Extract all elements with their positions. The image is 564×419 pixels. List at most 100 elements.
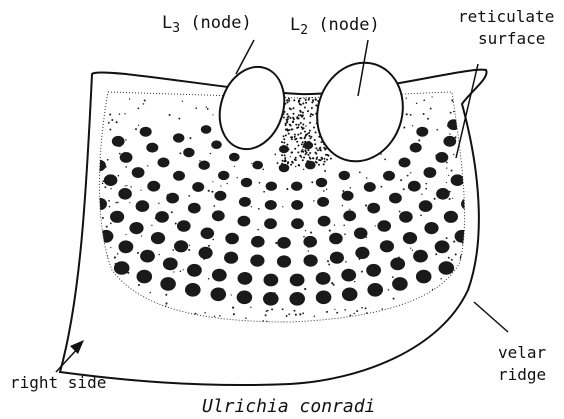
reticulate-pit xyxy=(317,197,329,207)
reticulate-pit xyxy=(136,200,150,212)
reticulate-pit xyxy=(114,261,130,275)
reticulate-pit xyxy=(461,198,475,210)
reticulate-pit xyxy=(339,171,350,180)
reticulate-pit xyxy=(199,247,213,259)
reticulate-pit xyxy=(264,274,279,287)
reticulate-pit xyxy=(218,171,229,180)
reticulate-pit xyxy=(444,211,458,223)
reticulate-pit xyxy=(473,218,488,231)
reticulate-pit xyxy=(377,220,391,232)
reticulate-pit xyxy=(367,203,380,214)
reticulate-pit xyxy=(12,186,28,200)
reticulate-pit xyxy=(342,288,358,302)
reticulate-pit xyxy=(392,277,408,291)
reticulate-pit xyxy=(550,171,564,185)
reticulate-pit xyxy=(211,140,222,149)
reticulate-pit xyxy=(540,186,556,200)
reticulate-pit xyxy=(199,161,210,170)
reticulate-pit xyxy=(238,272,253,285)
reticulate-pit xyxy=(279,145,289,153)
reticulate-pit xyxy=(0,139,5,153)
reticulate-pit xyxy=(66,169,80,181)
reticulate-pit xyxy=(419,200,433,212)
reticulate-pit xyxy=(212,210,225,221)
reticulate-pit xyxy=(237,291,253,305)
label-reticulate-line2: surface xyxy=(478,29,545,48)
reticulate-pit xyxy=(137,270,153,284)
reticulate-pit xyxy=(147,181,160,192)
reticulate-pit xyxy=(436,188,450,200)
reticulate-pit xyxy=(399,211,413,223)
reticulate-pit xyxy=(366,264,381,277)
reticulate-pit xyxy=(515,177,530,190)
stipple-shading xyxy=(97,88,470,328)
reticulate-pit xyxy=(250,255,264,267)
reticulate-pit xyxy=(25,201,41,215)
reticulate-pit xyxy=(503,192,518,205)
reticulate-pit xyxy=(535,130,550,143)
reticulate-pit xyxy=(305,161,316,170)
reticulate-pit xyxy=(265,200,277,210)
reticulate-pit xyxy=(399,158,411,168)
reticulate-pit xyxy=(390,258,405,271)
reticulate-pit xyxy=(277,237,291,249)
reticulate-pit xyxy=(476,128,490,140)
reticulate-pit xyxy=(498,228,514,242)
reticulate-pit xyxy=(211,288,227,302)
reticulate-pit xyxy=(528,201,544,215)
reticulate-pit xyxy=(177,220,191,232)
reticulate-pit xyxy=(316,178,327,187)
reticulate-pit xyxy=(424,167,437,178)
reticulate-pit xyxy=(112,136,125,147)
reticulate-pit xyxy=(0,155,11,169)
reticulate-pit xyxy=(451,174,465,186)
reticulate-pit xyxy=(110,211,124,223)
reticulate-pit xyxy=(241,178,252,187)
reticulate-pit xyxy=(455,230,470,243)
reticulate-pit xyxy=(488,169,502,181)
label-velar-line2: ridge xyxy=(498,365,546,384)
reticulate-pit xyxy=(303,141,313,149)
reticulate-pit xyxy=(480,240,496,254)
reticulate-pit xyxy=(383,171,395,181)
reticulate-pit xyxy=(447,119,460,130)
reticulate-pit xyxy=(99,230,114,243)
reticulate-pit xyxy=(413,250,428,263)
reticulate-pit xyxy=(439,261,455,275)
reticulate-pit xyxy=(39,177,54,190)
reticulate-pit xyxy=(93,251,109,265)
reticulate-pit xyxy=(238,216,251,227)
reticulate-pit xyxy=(174,240,188,252)
label-velar-line1: velar xyxy=(498,343,547,362)
label-l2-node: L2 (node) xyxy=(290,15,380,38)
reticulate-pit xyxy=(29,162,44,175)
reticulate-pit xyxy=(187,264,202,277)
reticulate-pit xyxy=(132,167,145,178)
reticulate-pit xyxy=(119,240,134,253)
reticulate-pit xyxy=(304,255,318,267)
reticulate-pit xyxy=(23,146,38,159)
reticulate-pit xyxy=(214,191,226,201)
reticulate-pit xyxy=(506,121,520,133)
arrow-right-side-head xyxy=(70,340,84,354)
reticulate-pit xyxy=(367,283,383,297)
reticulate-pit xyxy=(251,236,265,248)
reticulate-pit xyxy=(79,128,93,140)
reticulate-pit xyxy=(166,193,179,204)
reticulate-pit xyxy=(316,291,332,305)
reticulate-pit xyxy=(329,233,343,245)
reticulate-pit xyxy=(192,182,204,192)
reticulate-pit xyxy=(39,215,55,229)
reticulate-pit xyxy=(408,181,421,192)
leader-reticulate xyxy=(456,64,478,158)
reticulate-pit xyxy=(266,182,277,191)
reticulate-pit xyxy=(185,283,201,297)
reticulate-pit xyxy=(50,192,65,205)
reticulate-pit xyxy=(380,240,394,252)
reticulate-pit xyxy=(3,171,19,185)
reticulate-pit xyxy=(403,232,417,244)
reticulate-pit xyxy=(443,136,456,147)
reticulate-pit xyxy=(120,152,133,163)
reticulate-boundary xyxy=(99,92,464,322)
